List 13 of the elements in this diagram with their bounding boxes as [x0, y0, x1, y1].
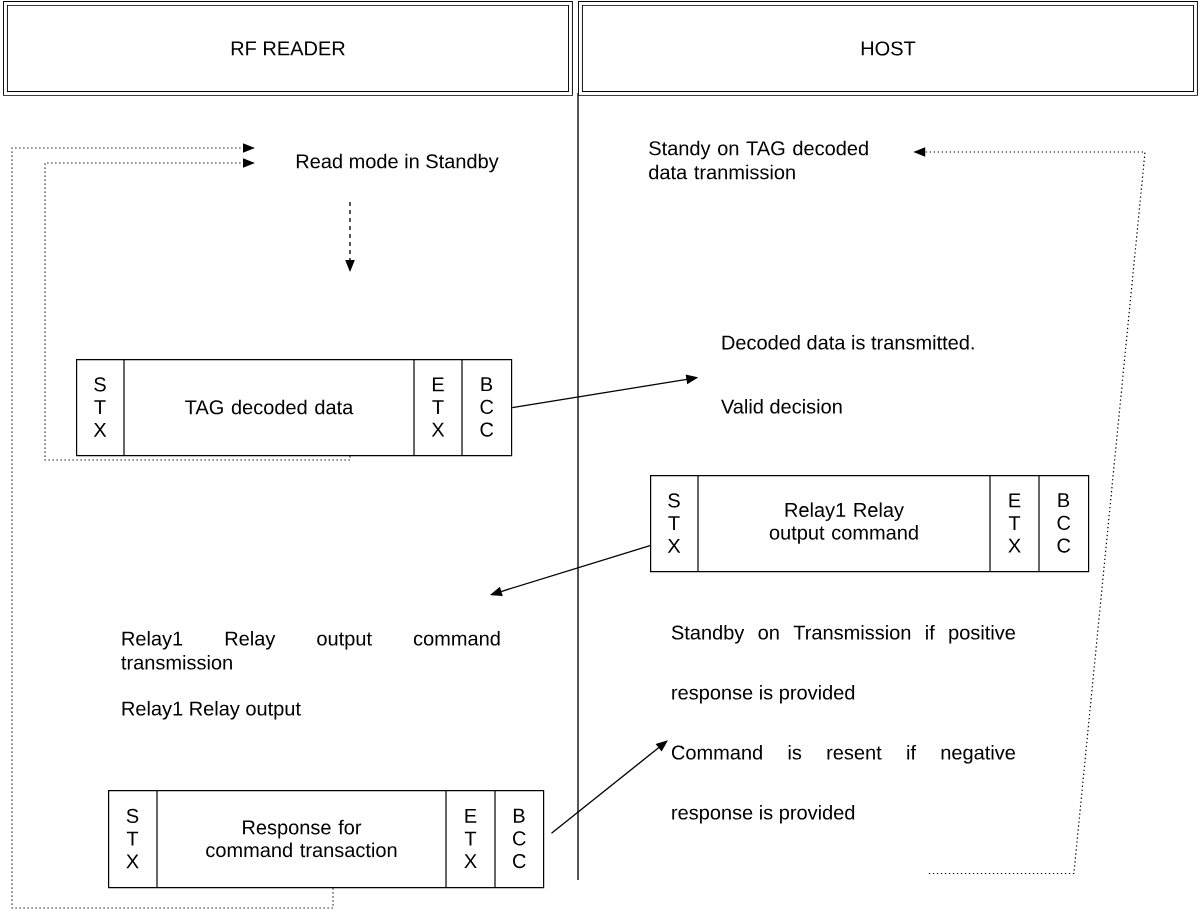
packet-frame: S T X TAG decoded data E T X B C C: [76, 358, 513, 457]
header-box: RF READER: [3, 1, 573, 96]
packet-frame: S T X Response for command transaction E T X B C C: [108, 789, 545, 889]
arrow: [44, 158, 351, 461]
packet-frame: S T X Relay1 Relay output command E T X B C C: [650, 474, 1090, 573]
arrow: [550, 740, 668, 834]
step-text: Relay1 Relay output command transmission Relay1 Relay output: [121, 630, 500, 720]
header-box: HOST: [578, 1, 1198, 96]
arrow: [11, 143, 334, 909]
step-text: Read mode in Standby: [296, 153, 499, 173]
step-text: Standy on TAG decoded data tranmission: [649, 140, 868, 180]
step-text: Decoded data is transmitted. Valid decision: [721, 334, 974, 414]
step-text: Standby on Transmission if positive response is provided Command is resent if negative response is provided: [671, 624, 1015, 824]
